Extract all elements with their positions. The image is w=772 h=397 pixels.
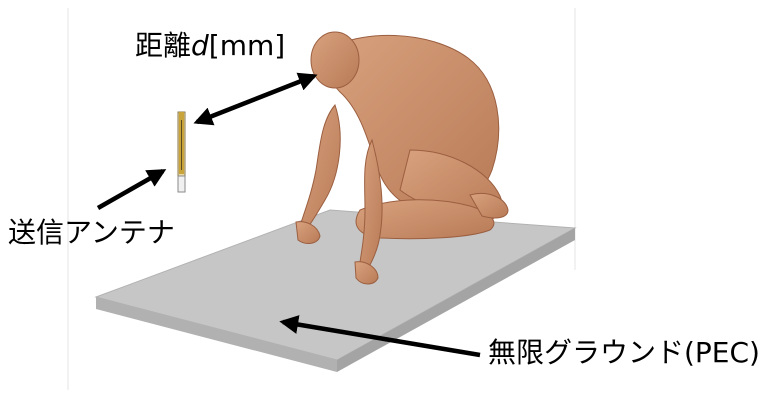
distance-label-unit: [mm] xyxy=(209,29,285,62)
ground-label: 無限グラウンド(PEC) xyxy=(488,336,760,369)
human-head xyxy=(311,32,359,88)
antenna-label: 送信アンテナ xyxy=(8,216,175,249)
antenna-icon xyxy=(178,112,185,192)
distance-label-prefix: 距離 xyxy=(135,29,191,62)
distance-label: 距離d[mm] xyxy=(135,29,285,62)
distance-label-variable: d xyxy=(191,29,209,62)
distance-arrow xyxy=(197,76,314,122)
antenna-pointer-arrow xyxy=(98,171,163,208)
